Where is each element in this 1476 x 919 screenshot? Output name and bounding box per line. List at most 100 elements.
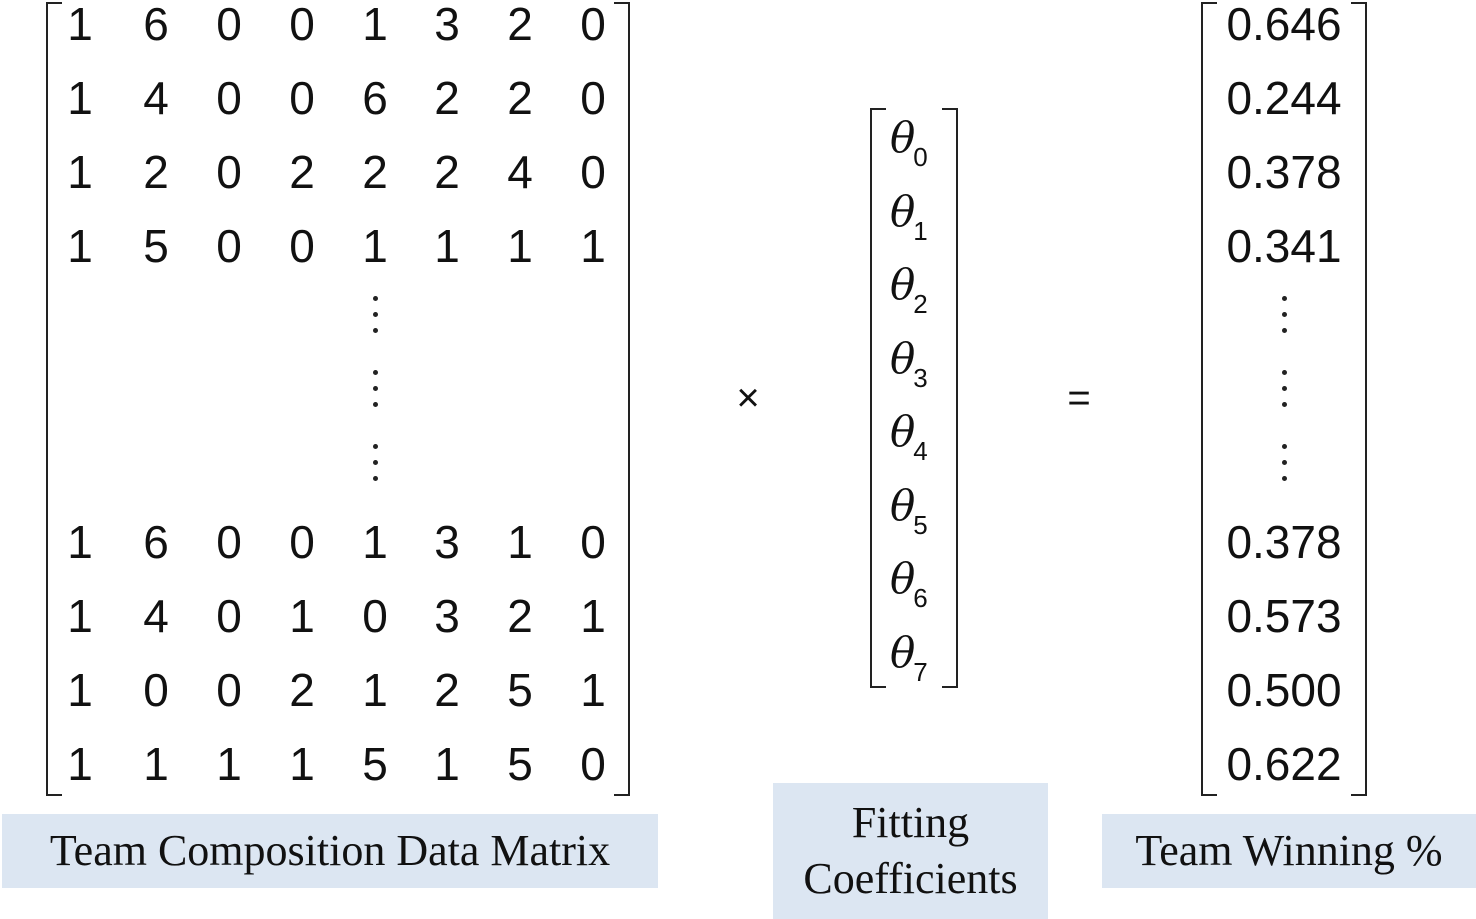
theta-symbol: θ (890, 186, 916, 236)
theta-subscript: 0 (913, 142, 928, 172)
matrix-cell: 1 (580, 590, 606, 642)
ellipsis-dot (372, 328, 378, 333)
matrix-cell: 4 (143, 590, 169, 642)
matrix-cell: 2 (143, 146, 169, 198)
matrix-cell: 1 (67, 220, 93, 272)
coefficient-left-bracket (870, 108, 886, 688)
matrix-vertical-ellipsis (372, 444, 378, 488)
ellipsis-dot (372, 296, 378, 301)
matrix-cell: 5 (507, 738, 533, 790)
theta-symbol: θ (890, 554, 916, 603)
matrix-cell: 0 (216, 220, 242, 272)
matrix-vertical-ellipsis (372, 370, 378, 414)
matrix-left-bracket (46, 2, 62, 796)
matrix-cell: 0 (289, 0, 315, 50)
matrix-cell: 2 (362, 146, 388, 198)
matrix-cell: 1 (67, 72, 93, 124)
matrix-cell: 2 (434, 146, 460, 198)
matrix-cell: 0 (143, 664, 169, 716)
winning-vertical-ellipsis (1281, 444, 1287, 488)
data-matrix-caption-text: Team Composition Data Matrix (49, 826, 611, 875)
matrix-cell: 5 (362, 738, 388, 790)
theta-symbol: θ (890, 627, 916, 677)
theta-symbol: θ (890, 333, 916, 383)
matrix-cell: 3 (434, 590, 460, 642)
winning-caption: Team Winning % (1102, 814, 1476, 888)
theta-subscript: 7 (913, 656, 928, 687)
matrix-cell: 1 (67, 146, 93, 198)
theta-coefficient: θ7 (890, 627, 930, 687)
coefficient-right-bracket (942, 108, 958, 688)
theta-subscript: 1 (913, 215, 928, 246)
matrix-cell: 1 (289, 738, 315, 790)
matrix-vertical-ellipsis (372, 296, 378, 340)
matrix-cell: 1 (143, 738, 169, 790)
matrix-right-bracket (614, 2, 630, 796)
ellipsis-dot (1281, 444, 1287, 449)
theta-symbol: θ (890, 260, 916, 309)
matrix-cell: 6 (143, 0, 169, 50)
matrix-cell: 1 (67, 664, 93, 716)
coefficients-caption-line2: Coefficients (803, 854, 1018, 903)
winning-value: 0.378 (1226, 146, 1342, 198)
theta-coefficient: θ0 (890, 113, 930, 172)
matrix-cell: 6 (362, 72, 388, 124)
matrix-cell: 0 (216, 0, 242, 50)
winning-left-bracket (1201, 2, 1217, 796)
theta-subscript: 4 (913, 436, 928, 466)
matrix-cell: 3 (434, 0, 460, 50)
matrix-cell: 1 (289, 590, 315, 642)
matrix-cell: 4 (507, 146, 533, 198)
winning-value: 0.378 (1226, 516, 1342, 568)
ellipsis-dot (372, 460, 378, 465)
matrix-cell: 1 (216, 738, 242, 790)
matrix-cell: 0 (216, 516, 242, 568)
data-matrix-caption: Team Composition Data Matrix (2, 814, 658, 888)
matrix-cell: 2 (434, 664, 460, 716)
matrix-cell: 2 (434, 72, 460, 124)
matrix-cell: 0 (362, 590, 388, 642)
matrix-cell: 0 (216, 146, 242, 198)
matrix-cell: 6 (143, 516, 169, 568)
matrix-cell: 4 (143, 72, 169, 124)
theta-coefficient: θ6 (890, 554, 930, 613)
theta-coefficient: θ4 (890, 407, 930, 466)
matrix-cell: 5 (507, 664, 533, 716)
matrix-cell: 1 (507, 516, 533, 568)
ellipsis-dot (372, 312, 378, 317)
matrix-cell: 0 (580, 146, 606, 198)
theta-symbol: θ (890, 113, 916, 162)
ellipsis-dot (372, 476, 378, 481)
matrix-cell: 2 (507, 72, 533, 124)
equals-operator: = (1067, 376, 1091, 420)
winning-value: 0.646 (1226, 0, 1342, 50)
winning-vertical-ellipsis (1281, 370, 1287, 414)
ellipsis-dot (1281, 460, 1287, 465)
matrix-cell: 0 (580, 516, 606, 568)
theta-symbol: θ (890, 480, 916, 530)
ellipsis-dot (1281, 328, 1287, 333)
coefficients-caption-line1: Fitting (851, 798, 970, 847)
matrix-cell: 1 (362, 220, 388, 272)
ellipsis-dot (1281, 386, 1287, 391)
matrix-cell: 0 (289, 72, 315, 124)
winning-value: 0.622 (1226, 738, 1342, 790)
matrix-cell: 0 (289, 516, 315, 568)
theta-coefficient: θ5 (890, 480, 930, 540)
winning-value: 0.244 (1226, 72, 1342, 124)
matrix-cell: 3 (434, 516, 460, 568)
matrix-cell: 0 (289, 220, 315, 272)
theta-coefficient: θ1 (890, 186, 930, 246)
matrix-cell: 5 (143, 220, 169, 272)
matrix-cell: 1 (362, 516, 388, 568)
winning-caption-text: Team Winning % (1135, 826, 1443, 875)
matrix-cell: 2 (507, 590, 533, 642)
winning-value: 0.341 (1226, 220, 1342, 272)
matrix-cell: 0 (216, 72, 242, 124)
winning-right-bracket (1351, 2, 1367, 796)
matrix-cell: 1 (362, 0, 388, 50)
matrix-cell: 0 (580, 738, 606, 790)
